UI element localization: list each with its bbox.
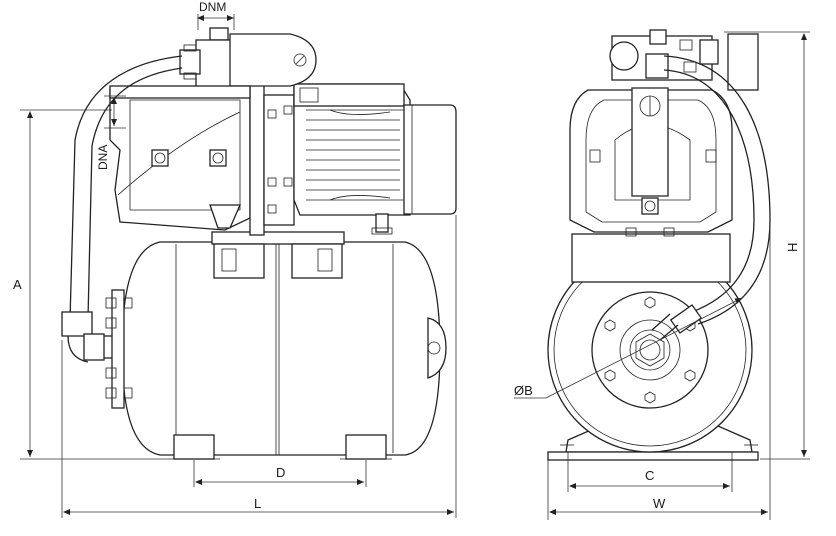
side-view: H C W ØB	[514, 29, 810, 520]
label-a: A	[13, 277, 22, 292]
dimensions-front	[20, 14, 457, 518]
pump-housing-side	[569, 33, 759, 283]
label-c: C	[645, 468, 654, 483]
label-b: ØB	[514, 383, 533, 398]
motor-front	[293, 83, 457, 235]
dimensions-side	[514, 31, 810, 520]
pressure-switch-front	[109, 27, 317, 99]
pump-body-front	[109, 84, 295, 236]
label-h: H	[785, 243, 800, 252]
label-w: W	[653, 496, 666, 511]
front-view: DNM DNA A D L	[13, 0, 457, 518]
pressure-tank-front	[121, 231, 447, 460]
label-d: D	[276, 465, 285, 480]
label-l: L	[254, 496, 261, 511]
label-dnm: DNM	[199, 0, 226, 14]
label-dna: DNA	[96, 145, 110, 170]
hose-front	[61, 55, 183, 409]
pressure-switch-side	[609, 29, 719, 81]
